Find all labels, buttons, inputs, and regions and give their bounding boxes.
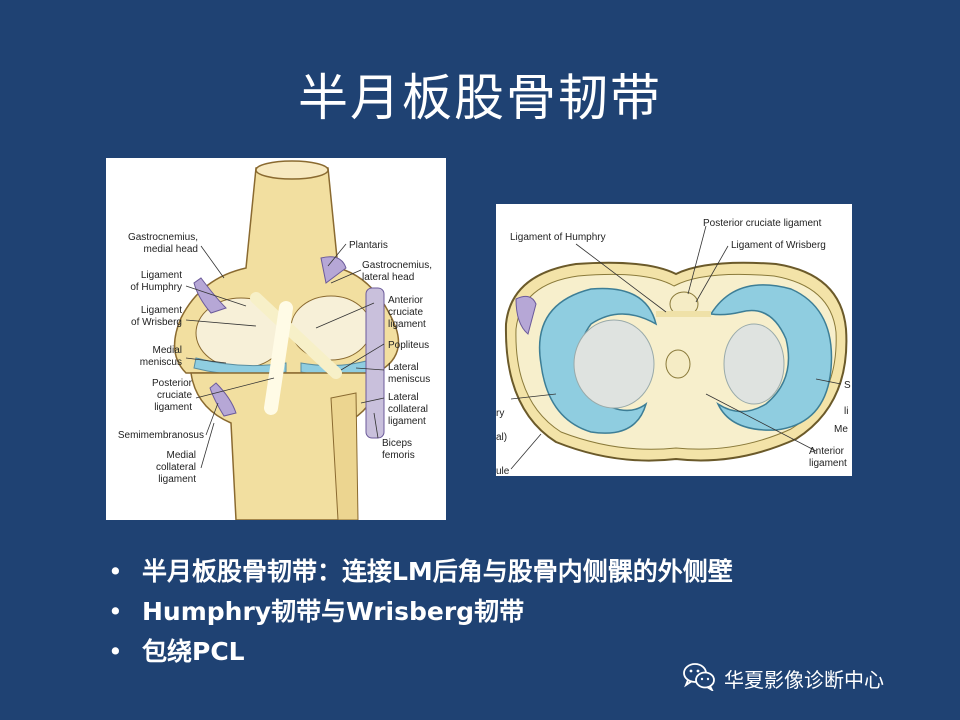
biceps-tendon [365,287,385,439]
wechat-icon [682,661,716,696]
posterior-knee-figure: Gastrocnemius, medial head Ligament of H… [106,158,446,520]
label-mcl-1: Medial [167,450,196,461]
label-right-wrisberg: Ligament of Wrisberg [731,240,826,251]
label-acl-2: cruciate [388,307,423,318]
label-right-cut-left-3: ule [496,466,510,476]
label-medial-meniscus-1: Medial [153,345,182,356]
semimembranosus-insertion [209,382,237,417]
label-wrisberg-1: Ligament [141,305,182,316]
meniscofemoral-ligament [250,292,342,379]
fibula [330,392,359,520]
label-acl-1: Anterior [388,295,424,306]
bullet-text-2: Humphry韧带与Wrisberg韧带 [142,597,525,626]
leader-lines [185,243,385,469]
meniscus-right [709,284,833,431]
label-plantaris: Plantaris [349,240,388,251]
label-biceps-1: Biceps [382,438,412,449]
gastrocnemius-lateral [320,256,347,284]
bullet-dot: • [108,597,123,626]
label-acl-3: ligament [388,319,426,330]
femur-cut-end [255,160,329,180]
watermark: 华夏影像诊断中心 [682,660,884,696]
label-right-cut-right-3: Me [834,424,848,435]
label-gastroc-medial-1: Gastrocnemius, [128,232,198,243]
label-pcl-1: Posterior [152,378,193,389]
popliteus-tendon [515,295,537,335]
posterior-cruciate-ligament [264,301,293,415]
bullet-text-1: 半月板股骨韧带：连接LM后角与股骨内侧髁的外侧壁 [142,557,733,586]
label-humphry-1: Ligament [141,270,182,281]
bullet-dot: • [108,557,123,586]
label-lateral-meniscus-2: meniscus [388,374,430,385]
label-biceps-2: femoris [382,450,415,461]
bullet-text-3: 包绕PCL [142,637,245,666]
bullet-item-3: • 包绕PCL [108,632,928,672]
bullet-dot: • [108,637,123,666]
label-pcl-3: ligament [154,402,192,413]
label-mcl-3: ligament [158,474,196,485]
label-right-cut-right-2: li [844,406,848,417]
tibial-plateau-illustration: Ligament of Humphry Posterior cruciate l… [496,218,851,476]
bullet-item-2: • Humphry韧带与Wrisberg韧带 [108,592,928,632]
watermark-text: 华夏影像诊断中心 [724,667,884,692]
bullet-item-1: • 半月板股骨韧带：连接LM后角与股骨内侧髁的外侧壁 [108,552,928,592]
slide-title: 半月板股骨韧带 [298,69,662,127]
label-lcl-1: Lateral [388,392,419,403]
label-semimembranosus: Semimembranosus [118,430,204,441]
label-right-cut-left-1: ry [496,408,504,419]
label-right-anterior-1: Anterior [809,446,845,457]
plateau-left-surface [573,319,655,409]
tibial-plateau-figure: Ligament of Humphry Posterior cruciate l… [496,204,852,476]
label-gastroc-medial-2: medial head [144,244,198,255]
label-medial-meniscus-2: meniscus [140,357,182,368]
label-lateral-meniscus-1: Lateral [388,362,419,373]
label-popliteus: Popliteus [388,340,429,351]
label-right-humphry: Ligament of Humphry [510,232,606,243]
label-right-pcl: Posterior cruciate ligament [703,218,822,229]
label-lcl-2: collateral [388,404,428,415]
label-pcl-2: cruciate [157,390,192,401]
label-mcl-2: collateral [156,462,196,473]
acl-stump [665,349,691,379]
label-wrisberg-2: of Wrisberg [131,317,182,328]
lateral-condyle [290,295,372,361]
bullet-list: • 半月板股骨韧带：连接LM后角与股骨内侧髁的外侧壁 • Humphry韧带与Wri… [108,552,928,672]
label-right-cut-left-2: al) [496,432,507,443]
label-lcl-3: ligament [388,416,426,427]
plateau-right-surface [723,323,785,405]
label-gastroc-lateral-2: lateral head [362,272,414,283]
label-gastroc-lateral-1: Gastrocnemius, [362,260,432,271]
right-leader-lines [510,225,842,470]
label-humphry-2: of Humphry [130,282,182,293]
label-right-anterior-2: ligament [809,458,847,469]
label-right-cut-right-1: S [844,380,851,391]
posterior-knee-illustration: Gastrocnemius, medial head Ligament of H… [118,160,432,520]
